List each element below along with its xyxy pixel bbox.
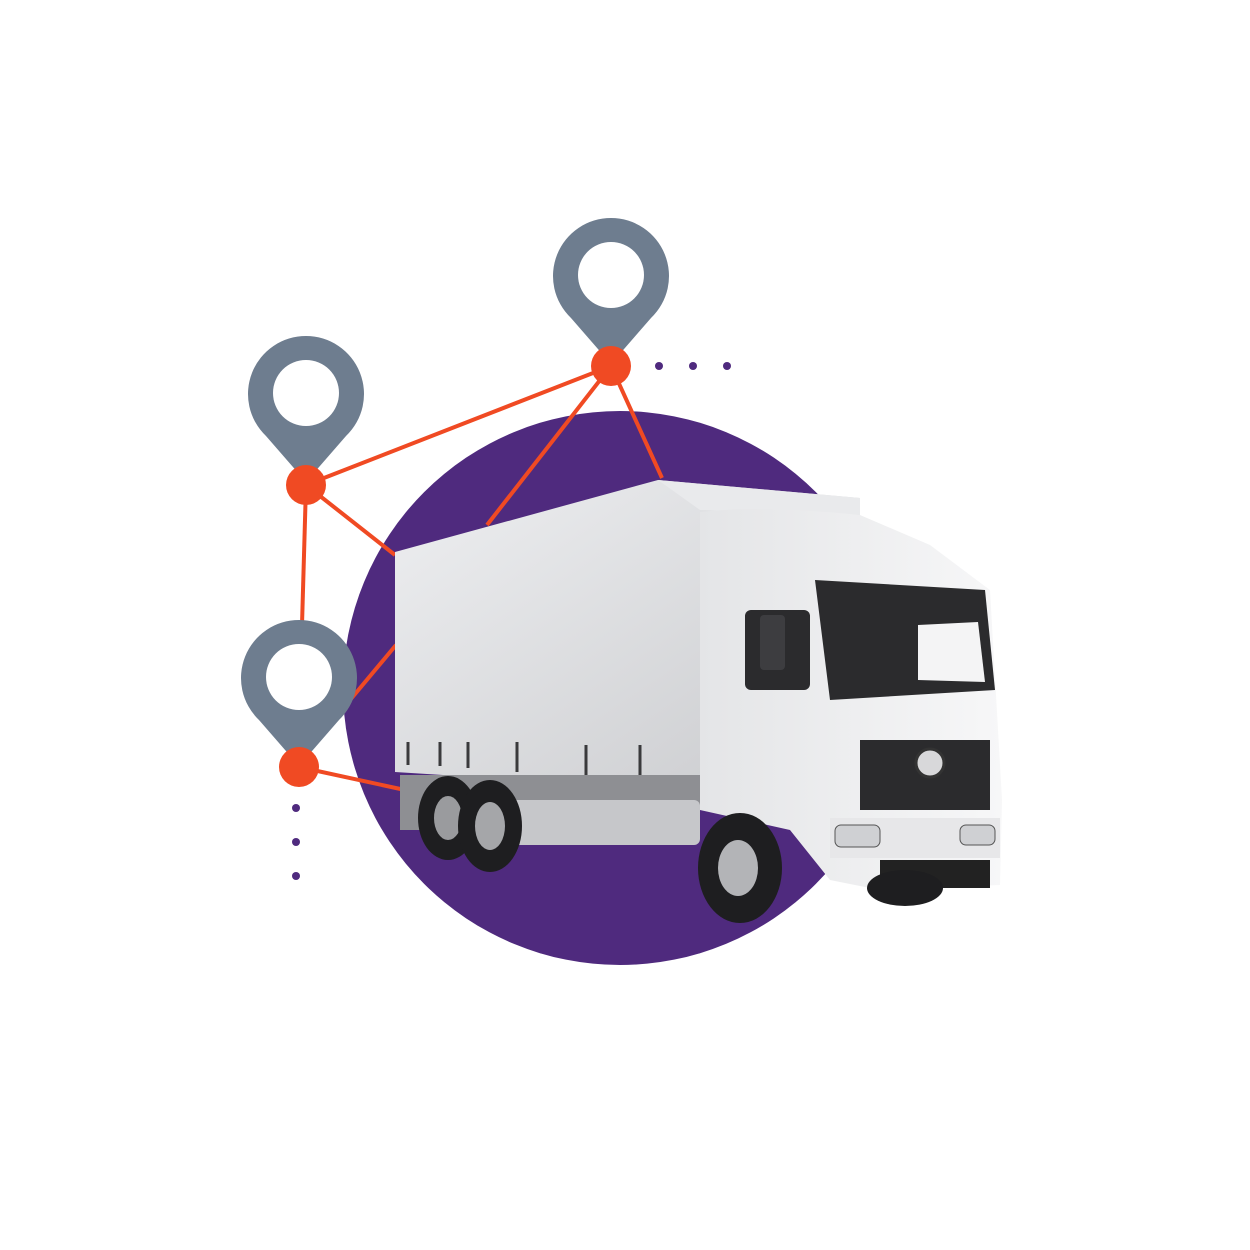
dot-column	[292, 804, 300, 880]
rear-wheels	[418, 776, 522, 872]
dot-row	[655, 362, 731, 370]
route-lines	[298, 364, 664, 792]
truck-illustration	[395, 480, 1002, 923]
map-pin-icon	[241, 620, 357, 766]
route-nodes	[279, 346, 631, 787]
map-pin-icon	[553, 218, 669, 364]
front-wheel	[698, 813, 943, 923]
map-pin-icon	[247, 336, 364, 482]
